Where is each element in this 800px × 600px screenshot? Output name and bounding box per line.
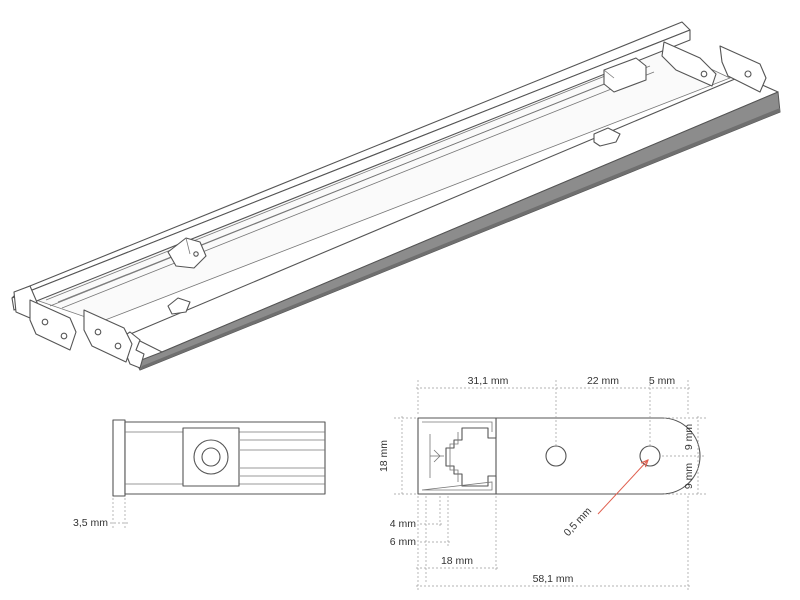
front-end-plate	[83, 309, 133, 363]
side-carriage-hole	[201, 447, 221, 467]
channel-floor	[34, 47, 732, 323]
left-end-plate	[29, 299, 77, 351]
right-plate-1-hole	[700, 70, 708, 78]
dim-hole: 0,5 mm	[561, 505, 594, 539]
guide-rail-3	[57, 65, 651, 303]
right-carriage-edge	[603, 69, 615, 79]
right-plate-2-hole	[744, 70, 752, 78]
rail-profile-inner	[421, 421, 493, 491]
dim-right-upper: 9 mm	[683, 424, 695, 451]
profile-view: 31,1 mm 22 mm 5 mm 18 mm 9 mm 9 mm 0,5 m…	[378, 375, 706, 590]
dim-right-lower: 9 mm	[683, 463, 695, 490]
dim-bottom-18: 18 mm	[441, 555, 473, 567]
rail-profile	[417, 417, 497, 495]
mid-bracket	[593, 127, 621, 147]
lower-bracket	[167, 297, 191, 315]
left-rail-side	[11, 29, 691, 311]
guide-rail-4	[61, 71, 655, 309]
side-view: 3,5 mm	[73, 419, 326, 529]
dim-top-right: 5 mm	[649, 375, 676, 387]
dim-below-4: 4 mm	[390, 518, 417, 530]
right-end-plate-1	[661, 41, 717, 87]
right-end-plate-2	[719, 45, 767, 93]
dim-height: 18 mm	[378, 440, 390, 472]
dim-top-mid: 22 mm	[587, 375, 619, 387]
left-carriage-hole	[193, 251, 199, 257]
rail-profile-jaw	[433, 449, 441, 463]
dim-below-6: 6 mm	[390, 536, 417, 548]
side-end-block	[112, 419, 126, 497]
left-carriage-edge	[185, 237, 191, 255]
dim-top-left: 31,1 mm	[468, 375, 509, 387]
left-plate-hole-1	[41, 318, 49, 326]
side-carriage	[182, 427, 240, 487]
hole-leader	[597, 460, 648, 515]
front-plate-hole-2	[114, 342, 122, 350]
left-plate-hole-2	[60, 332, 68, 340]
guide-rail-1	[45, 61, 641, 301]
front-plate-hole-1	[94, 328, 102, 336]
isometric-view	[11, 21, 781, 371]
bracket-plate	[495, 417, 701, 495]
right-carriage	[603, 57, 647, 93]
dim-total: 58,1 mm	[533, 573, 574, 585]
side-carriage-ring	[193, 439, 229, 475]
dim-side-offset: 3,5 mm	[73, 517, 108, 529]
front-rail-shade	[140, 108, 780, 370]
